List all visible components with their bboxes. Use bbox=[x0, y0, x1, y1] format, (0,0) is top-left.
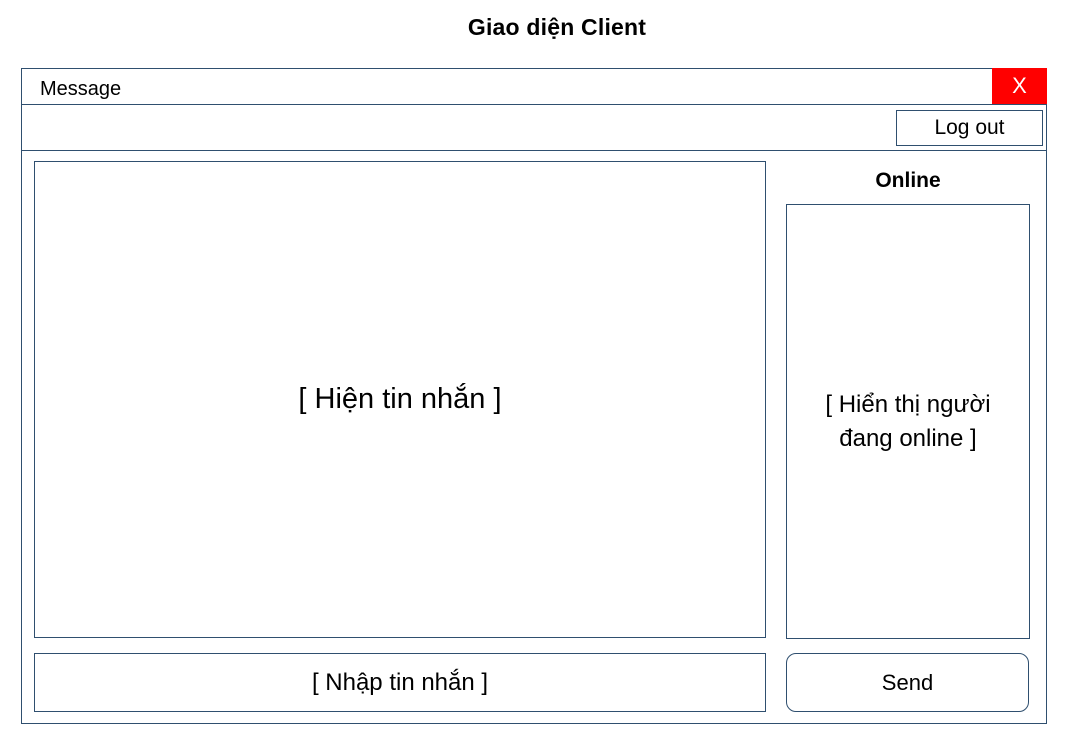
close-button[interactable]: X bbox=[992, 68, 1047, 104]
online-heading: Online bbox=[875, 169, 941, 192]
logout-button[interactable]: Log out bbox=[896, 110, 1043, 146]
messages-panel: [ Hiện tin nhắn ] bbox=[34, 161, 766, 638]
online-placeholder-line-1: [ Hiển thị người bbox=[825, 390, 991, 418]
toolbar: Log out bbox=[22, 105, 1046, 151]
window-titlebar: Message X bbox=[22, 68, 1047, 105]
online-placeholder: [ Hiển thị người đang online ] bbox=[825, 388, 990, 456]
window-title: Message bbox=[40, 78, 122, 100]
page-title: Giao diện Client bbox=[467, 14, 647, 40]
online-users-panel: [ Hiển thị người đang online ] bbox=[786, 204, 1030, 639]
online-placeholder-line-2: đang online ] bbox=[839, 424, 977, 452]
messages-placeholder: [ Hiện tin nhắn ] bbox=[298, 383, 502, 415]
send-button[interactable]: Send bbox=[786, 653, 1029, 712]
client-window: Message X Log out [ Hiện tin nhắn ] Onli… bbox=[21, 68, 1047, 724]
message-input[interactable]: [ Nhập tin nhắn ] bbox=[34, 653, 766, 712]
